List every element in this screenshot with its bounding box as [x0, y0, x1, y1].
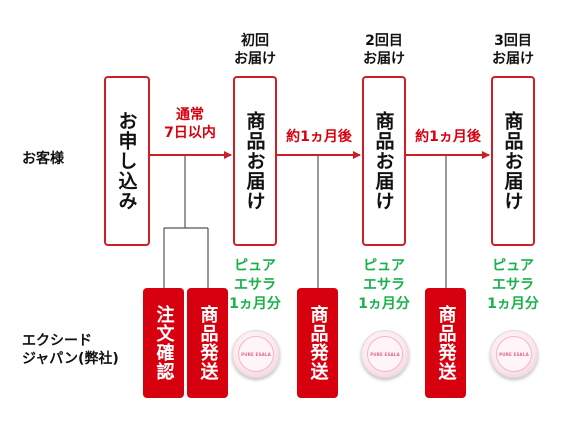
row-label-company-line1: エクシード: [22, 333, 92, 349]
order-confirm-label: 注文確認: [153, 305, 175, 381]
delivery-header-second: 2回目 お届け: [339, 32, 429, 68]
delivery-box-third: 商品お届け: [491, 76, 535, 246]
delivery-box-second: 商品お届け: [362, 76, 406, 246]
delivery-header-line2: お届け: [492, 51, 534, 68]
ship-box-label: 商品発送: [197, 305, 219, 381]
product-label-line3: 1ヵ月分: [358, 295, 410, 312]
delivery-header-third: 3回目 お届け: [468, 32, 558, 68]
product-label-line3: 1ヵ月分: [229, 295, 281, 312]
product-label-line2: エサラ: [492, 276, 534, 293]
timing-interval-second: 約1ヵ月後: [286, 129, 352, 145]
product-jar-lid: PURE ESALA: [367, 336, 403, 372]
delivery-box-label: 商品お届け: [501, 111, 524, 211]
ship-box-first: 商品発送: [187, 288, 228, 398]
apply-box: お申し込み: [104, 76, 150, 246]
ship-box-third: 商品発送: [425, 288, 466, 398]
delivery-header-line1: 初回: [241, 33, 269, 49]
timing-first-line2: 7日以内: [164, 125, 216, 142]
product-label-line2: エサラ: [234, 276, 276, 293]
product-label-line2: エサラ: [363, 276, 405, 293]
ship-box-label: 商品発送: [435, 305, 457, 381]
product-label-second: ピュア エサラ 1ヵ月分: [344, 257, 424, 314]
timing-first-line1: 通常: [176, 107, 204, 123]
delivery-box-first: 商品お届け: [233, 76, 277, 246]
product-jar-lid: PURE ESALA: [238, 336, 274, 372]
product-label-line1: ピュア: [363, 258, 405, 274]
delivery-box-label: 商品お届け: [243, 111, 266, 211]
delivery-header-first: 初回 お届け: [210, 32, 300, 68]
row-label-company: エクシード ジャパン(弊社): [22, 332, 119, 368]
product-jar-brand: PURE ESALA: [370, 351, 400, 357]
timing-interval-third: 約1ヵ月後: [415, 129, 481, 145]
timing-first-delivery: 通常 7日以内: [150, 106, 230, 142]
product-label-third: ピュア エサラ 1ヵ月分: [473, 257, 553, 314]
delivery-header-line1: 3回目: [494, 33, 532, 49]
product-label-line1: ピュア: [234, 258, 276, 274]
ship-box-second: 商品発送: [297, 288, 338, 398]
product-jar-brand: PURE ESALA: [499, 351, 529, 357]
order-confirm-box: 注文確認: [143, 288, 184, 398]
product-jar-brand: PURE ESALA: [241, 351, 271, 357]
ship-box-label: 商品発送: [307, 305, 329, 381]
product-jar-image: PURE ESALA: [232, 330, 280, 378]
product-jar-image: PURE ESALA: [490, 330, 538, 378]
delivery-header-line1: 2回目: [365, 33, 403, 49]
product-label-first: ピュア エサラ 1ヵ月分: [215, 257, 295, 314]
product-label-line1: ピュア: [492, 258, 534, 274]
apply-box-label: お申し込み: [115, 111, 138, 211]
row-label-customer: お客様: [22, 151, 64, 167]
delivery-header-line2: お届け: [234, 51, 276, 68]
delivery-header-line2: お届け: [363, 51, 405, 68]
delivery-box-label: 商品お届け: [372, 111, 395, 211]
product-label-line3: 1ヵ月分: [487, 295, 539, 312]
row-label-company-line2: ジャパン(弊社): [22, 351, 119, 368]
product-jar-lid: PURE ESALA: [496, 336, 532, 372]
product-jar-image: PURE ESALA: [361, 330, 409, 378]
